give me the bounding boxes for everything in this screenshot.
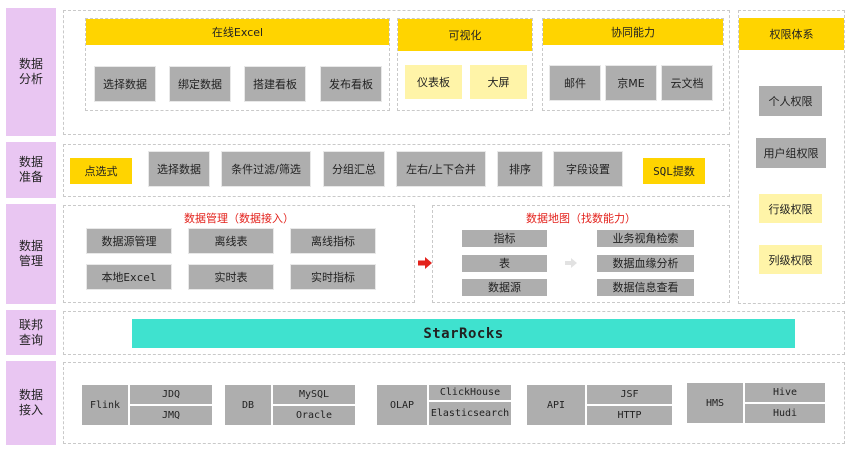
viz-item-dashboard[interactable]: 仪表板: [405, 65, 462, 99]
viz-group: [397, 18, 533, 111]
ingest-sub-jsf[interactable]: JSF: [587, 385, 672, 404]
management-item-local-excel[interactable]: 本地Excel: [86, 264, 172, 290]
ingest-sub-mysql[interactable]: MySQL: [273, 385, 355, 404]
management-item-offline-table[interactable]: 离线表: [188, 228, 274, 254]
category-federated-query: 联邦 查询: [6, 310, 56, 355]
excel-item-build-board[interactable]: 搭建看板: [244, 66, 306, 102]
prep-item-select-data[interactable]: 选择数据: [148, 151, 210, 187]
ingest-sub-hudi[interactable]: Hudi: [745, 404, 825, 423]
right-arrow-light-icon: [565, 258, 577, 268]
right-arrow-icon: [418, 257, 432, 269]
ingest-group-olap[interactable]: OLAP: [377, 385, 427, 425]
ingest-sub-oracle[interactable]: Oracle: [273, 406, 355, 425]
datamap-title: 数据地图（找数能力）: [526, 212, 636, 225]
excel-title: 在线Excel: [86, 19, 389, 45]
prep-item-sort[interactable]: 排序: [497, 151, 543, 187]
prep-panel: [63, 144, 730, 197]
management-item-source-manage[interactable]: 数据源管理: [86, 228, 172, 254]
federated-panel: [63, 311, 845, 355]
ingest-panel: [63, 362, 845, 444]
datamap-left-metric[interactable]: 指标: [462, 230, 547, 247]
prep-item-sql[interactable]: SQL提数: [643, 158, 705, 184]
prep-item-field-settings[interactable]: 字段设置: [553, 151, 623, 187]
category-data-analysis: 数据 分析: [6, 8, 56, 136]
permission-user-group[interactable]: 用户组权限: [756, 138, 826, 168]
permission-personal[interactable]: 个人权限: [759, 86, 822, 116]
permission-row-level[interactable]: 行级权限: [759, 194, 822, 223]
management-item-offline-metric[interactable]: 离线指标: [290, 228, 376, 254]
datamap-left-table[interactable]: 表: [462, 255, 547, 272]
ingest-group-api[interactable]: API: [527, 385, 585, 425]
collab-title: 协同能力: [543, 19, 723, 45]
excel-item-publish-board[interactable]: 发布看板: [320, 66, 382, 102]
permissions-title: 权限体系: [739, 18, 844, 50]
datamap-right-lineage[interactable]: 数据血缘分析: [597, 255, 694, 272]
management-item-realtime-metric[interactable]: 实时指标: [290, 264, 376, 290]
excel-item-bind-data[interactable]: 绑定数据: [169, 66, 231, 102]
viz-title: 可视化: [398, 19, 532, 51]
management-panel: [63, 205, 415, 303]
viz-item-big-screen[interactable]: 大屏: [470, 65, 527, 99]
collab-item-jingme[interactable]: 京ME: [605, 65, 657, 101]
category-data-prep: 数据 准备: [6, 142, 56, 198]
category-data-ingest: 数据 接入: [6, 361, 56, 445]
permissions-panel: [738, 10, 845, 304]
collab-item-mail[interactable]: 邮件: [549, 65, 601, 101]
category-data-management: 数据 管理: [6, 204, 56, 304]
analysis-panel: [63, 10, 730, 135]
ingest-group-db[interactable]: DB: [225, 385, 271, 425]
excel-item-select-data[interactable]: 选择数据: [94, 66, 156, 102]
ingest-sub-clickhouse[interactable]: ClickHouse: [429, 385, 511, 400]
datamap-right-info-view[interactable]: 数据信息查看: [597, 279, 694, 296]
excel-group: [85, 18, 390, 111]
ingest-group-hms[interactable]: HMS: [687, 383, 743, 423]
prep-item-filter[interactable]: 条件过滤/筛选: [221, 151, 311, 187]
ingest-sub-hive[interactable]: Hive: [745, 383, 825, 402]
starrocks-bar[interactable]: StarRocks: [132, 319, 795, 348]
datamap-right-business-search[interactable]: 业务视角检索: [597, 230, 694, 247]
management-item-realtime-table[interactable]: 实时表: [188, 264, 274, 290]
datamap-left-source[interactable]: 数据源: [462, 279, 547, 296]
permission-column-level[interactable]: 列级权限: [759, 245, 822, 274]
collab-group: [542, 18, 724, 111]
ingest-sub-elasticsearch[interactable]: Elasticsearch: [429, 402, 511, 425]
management-title: 数据管理（数据接入）: [184, 212, 294, 225]
prep-item-merge[interactable]: 左右/上下合并: [396, 151, 486, 187]
ingest-sub-jmq[interactable]: JMQ: [130, 406, 212, 425]
ingest-sub-http[interactable]: HTTP: [587, 406, 672, 425]
datamap-panel: [432, 205, 730, 303]
prep-item-point-select[interactable]: 点选式: [70, 158, 132, 184]
ingest-sub-jdq[interactable]: JDQ: [130, 385, 212, 404]
prep-item-group-sum[interactable]: 分组汇总: [323, 151, 385, 187]
collab-item-cloud-doc[interactable]: 云文档: [661, 65, 713, 101]
ingest-group-flink[interactable]: Flink: [82, 385, 128, 425]
